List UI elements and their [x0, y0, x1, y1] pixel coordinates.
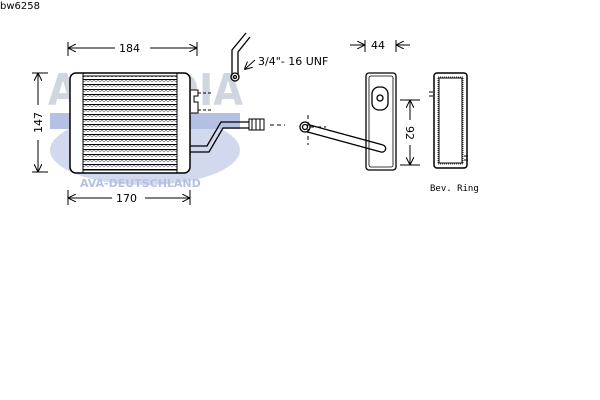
watermark-subtitle: AVA-DEUTSCHLAND [80, 177, 201, 190]
bevel-ring [429, 72, 468, 169]
heater-core-front-view [69, 72, 285, 174]
ring-label: Bev. Ring [430, 184, 479, 194]
part-code: bw6258 [0, 1, 40, 12]
dimension-170: 170 [116, 192, 137, 205]
side-dimension-lines [350, 40, 420, 166]
thread-label: 3/4"- 16 UNF [258, 55, 328, 68]
dimension-44: 44 [371, 39, 385, 52]
dimension-lines [32, 42, 198, 205]
thread-fitting [230, 32, 256, 82]
dimension-92: 92 [403, 126, 416, 140]
heater-core-side-view [299, 72, 397, 171]
dimension-147: 147 [32, 112, 45, 133]
dimension-184: 184 [119, 42, 140, 55]
